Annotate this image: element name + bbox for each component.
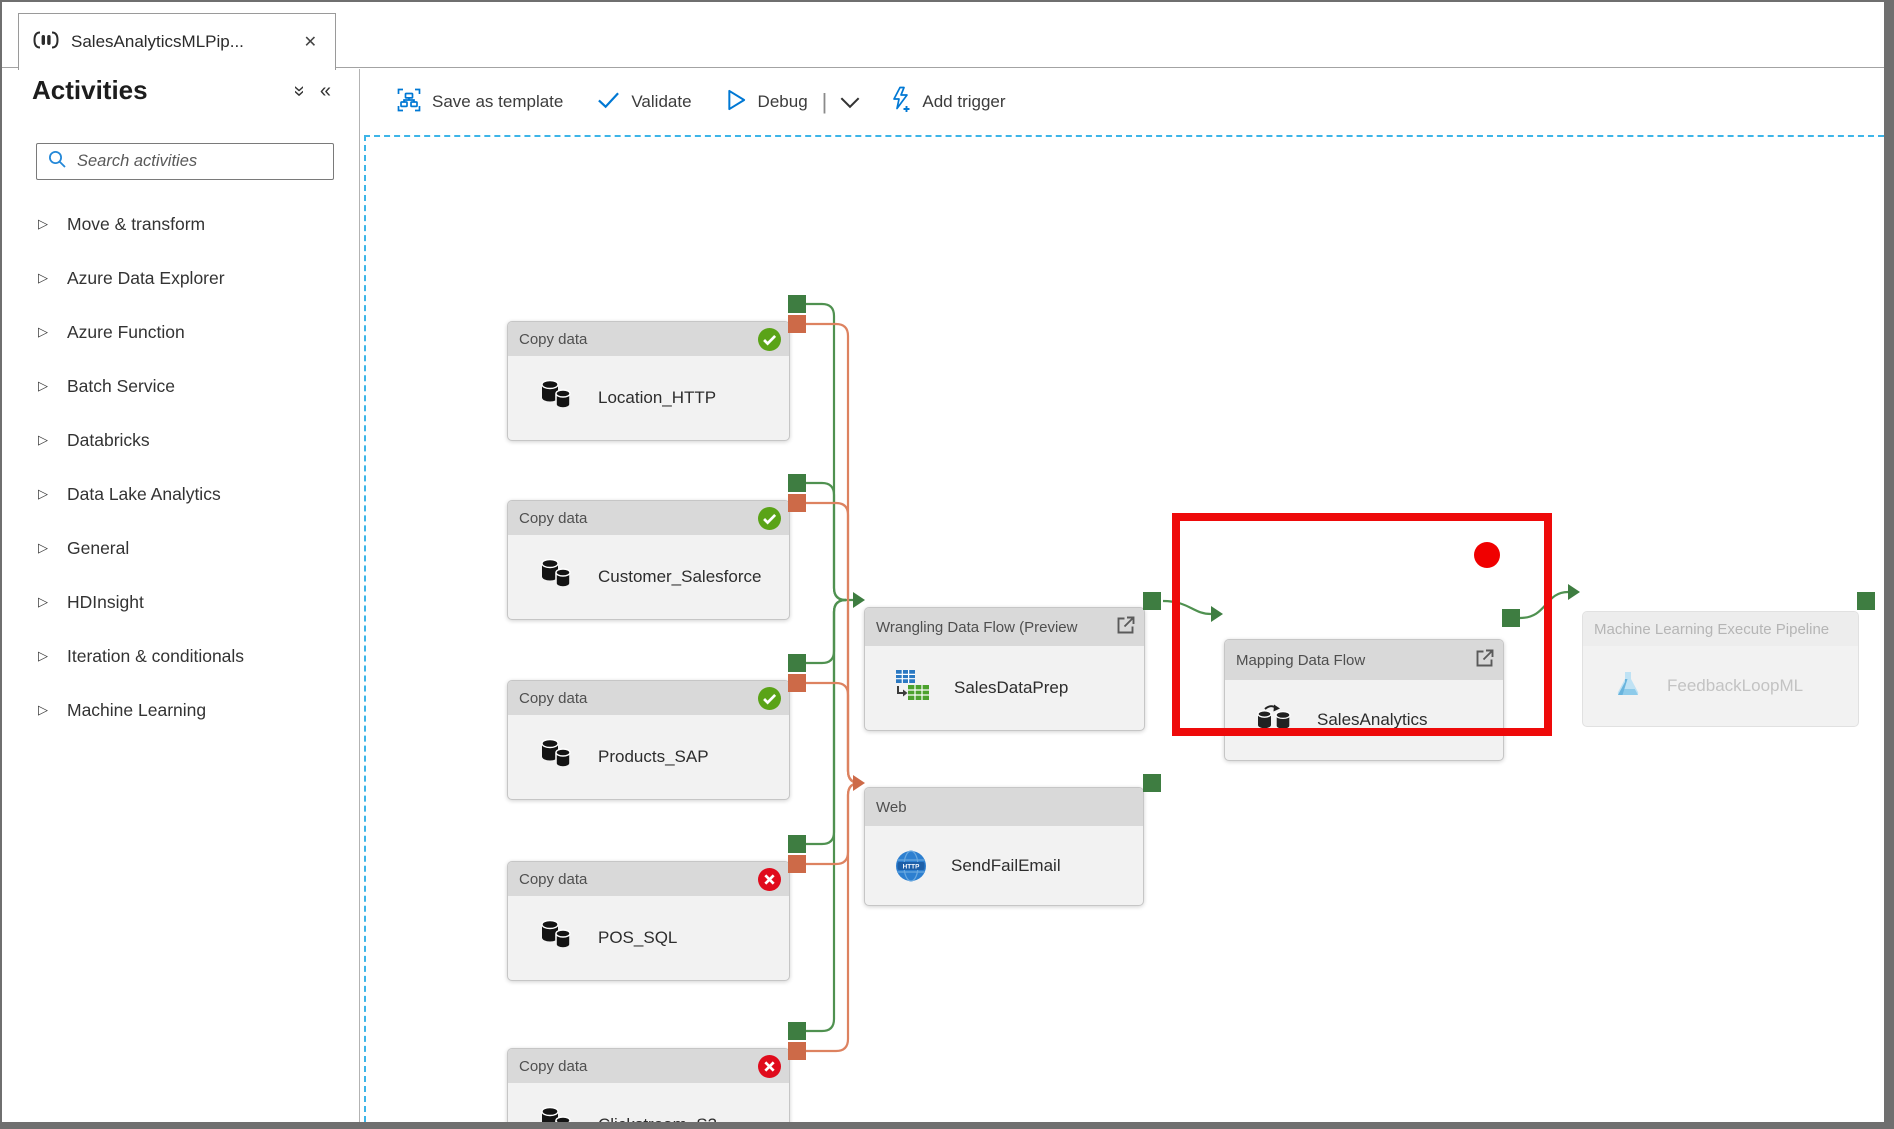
failure-output-port[interactable] [788, 494, 806, 512]
checkmark-icon [597, 91, 620, 114]
expander-triangle-icon: ▷ [38, 702, 48, 717]
success-output-port[interactable] [1502, 609, 1520, 627]
success-output-port[interactable] [788, 835, 806, 853]
mapping-data-flow-icon [1255, 703, 1293, 738]
sidebar-item-azure-function[interactable]: ▷Azure Function [38, 321, 185, 342]
expander-triangle-icon: ▷ [38, 648, 48, 663]
activity-node-salesanalytics[interactable]: Mapping Data Flow [1224, 639, 1504, 761]
wrangling-data-flow-icon [895, 669, 930, 707]
node-header: Copy data [508, 501, 789, 535]
copy-data-icon [538, 738, 574, 776]
toolbar-divider: | [821, 89, 828, 114]
copy-data-icon [538, 558, 574, 596]
node-header: Copy data [508, 322, 789, 356]
activity-node-salesdataprep[interactable]: Wrangling Data Flow (Preview [864, 607, 1145, 731]
svg-text:HTTP: HTTP [903, 863, 920, 870]
error-icon [758, 867, 781, 891]
error-icon [758, 1054, 781, 1078]
template-icon [397, 88, 421, 117]
expander-triangle-icon: ▷ [38, 432, 48, 447]
pipeline-icon [33, 31, 59, 54]
node-header: Mapping Data Flow [1225, 640, 1503, 680]
activity-node-sendfailemail[interactable]: Web HTTP SendFailEmail [864, 787, 1144, 906]
sidebar-item-data-lake-analytics[interactable]: ▷Data Lake Analytics [38, 483, 221, 504]
sidebar-item-general[interactable]: ▷General [38, 537, 130, 558]
sidebar-header: Activities « « [32, 75, 331, 106]
success-icon [758, 686, 781, 710]
node-header: Copy data [508, 1049, 789, 1083]
open-in-new-icon[interactable] [1116, 615, 1136, 640]
success-output-port[interactable] [788, 1022, 806, 1040]
failure-output-port[interactable] [788, 674, 806, 692]
failure-output-port[interactable] [788, 1042, 806, 1060]
copy-data-icon [538, 919, 574, 957]
sidebar-item-databricks[interactable]: ▷Databricks [38, 429, 150, 450]
validate-button[interactable]: Validate [597, 91, 692, 114]
expander-triangle-icon: ▷ [38, 378, 48, 393]
ml-flask-icon [1613, 669, 1643, 704]
success-icon [758, 506, 781, 530]
canvas-toolbar: Save as template Validate Debug | [361, 69, 1884, 135]
expander-triangle-icon: ▷ [38, 540, 48, 555]
web-http-icon: HTTP [895, 849, 927, 882]
success-output-port[interactable] [1143, 592, 1161, 610]
expander-triangle-icon: ▷ [38, 486, 48, 501]
activity-node-products-sap[interactable]: Copy data Products_SAP [507, 680, 790, 800]
lightning-icon [891, 86, 911, 118]
tab-title: SalesAnalyticsMLPip... [71, 32, 244, 51]
success-output-port[interactable] [1857, 592, 1875, 610]
debug-button[interactable]: Debug [726, 88, 808, 117]
activities-sidebar: Activities « « ▷Move & transform ▷Azure … [2, 69, 360, 1122]
sidebar-item-hdinsight[interactable]: ▷HDInsight [38, 591, 144, 612]
sidebar-item-iteration-conditionals[interactable]: ▷Iteration & conditionals [38, 645, 245, 666]
pipeline-canvas: Save as template Validate Debug | [361, 69, 1884, 1122]
chevron-double-left-icon[interactable]: « [319, 79, 331, 102]
activity-node-clickstream-s3[interactable]: Copy data Clickstream_S3 [507, 1048, 790, 1122]
node-header: Copy data [508, 862, 789, 896]
expander-triangle-icon: ▷ [38, 270, 48, 285]
add-trigger-button[interactable]: Add trigger [891, 86, 1006, 118]
pipeline-tab[interactable]: SalesAnalyticsMLPip... ✕ [18, 13, 336, 70]
search-activities-box [36, 143, 334, 180]
node-header: Wrangling Data Flow (Preview [865, 608, 1144, 646]
expander-triangle-icon: ▷ [38, 324, 48, 339]
chevron-down-icon[interactable] [839, 96, 861, 109]
tab-bar: SalesAnalyticsMLPip... ✕ [2, 2, 1884, 70]
sidebar-item-azure-data-explorer[interactable]: ▷Azure Data Explorer [38, 267, 225, 288]
save-as-template-button[interactable]: Save as template [397, 88, 563, 117]
copy-data-icon [538, 379, 574, 417]
sidebar-title: Activities [32, 75, 148, 105]
search-input[interactable] [77, 152, 323, 171]
success-output-port[interactable] [1143, 774, 1161, 792]
sidebar-item-move-transform[interactable]: ▷Move & transform [38, 213, 206, 234]
success-icon [758, 327, 781, 351]
canvas-surface[interactable]: Copy data Location_HTTP Copy data [361, 136, 1884, 1122]
open-in-new-icon[interactable] [1475, 648, 1495, 673]
activity-node-pos-sql[interactable]: Copy data POS_SQL [507, 861, 790, 981]
node-header: Machine Learning Execute Pipeline [1583, 612, 1858, 646]
search-icon [47, 149, 67, 174]
failure-output-port[interactable] [788, 855, 806, 873]
activity-category-list: ▷Move & transform ▷Azure Data Explorer ▷… [2, 197, 359, 737]
node-header: Copy data [508, 681, 789, 715]
play-icon [726, 88, 747, 117]
chevron-double-down-icon[interactable]: « [287, 84, 310, 97]
tab-close-icon[interactable]: ✕ [303, 34, 317, 51]
sidebar-item-machine-learning[interactable]: ▷Machine Learning [38, 699, 207, 720]
sidebar-item-batch-service[interactable]: ▷Batch Service [38, 375, 175, 396]
activity-node-location-http[interactable]: Copy data Location_HTTP [507, 321, 790, 441]
activity-node-feedbackloopml[interactable]: Machine Learning Execute Pipeline Feedba… [1582, 611, 1859, 727]
node-header: Web [865, 788, 1143, 826]
success-output-port[interactable] [788, 474, 806, 492]
copy-data-icon [538, 1106, 574, 1122]
success-output-port[interactable] [788, 654, 806, 672]
expander-triangle-icon: ▷ [38, 594, 48, 609]
failure-output-port[interactable] [788, 315, 806, 333]
success-output-port[interactable] [788, 295, 806, 313]
expander-triangle-icon: ▷ [38, 216, 48, 231]
activity-node-customer-salesforce[interactable]: Copy data Customer_Salesforce [507, 500, 790, 620]
